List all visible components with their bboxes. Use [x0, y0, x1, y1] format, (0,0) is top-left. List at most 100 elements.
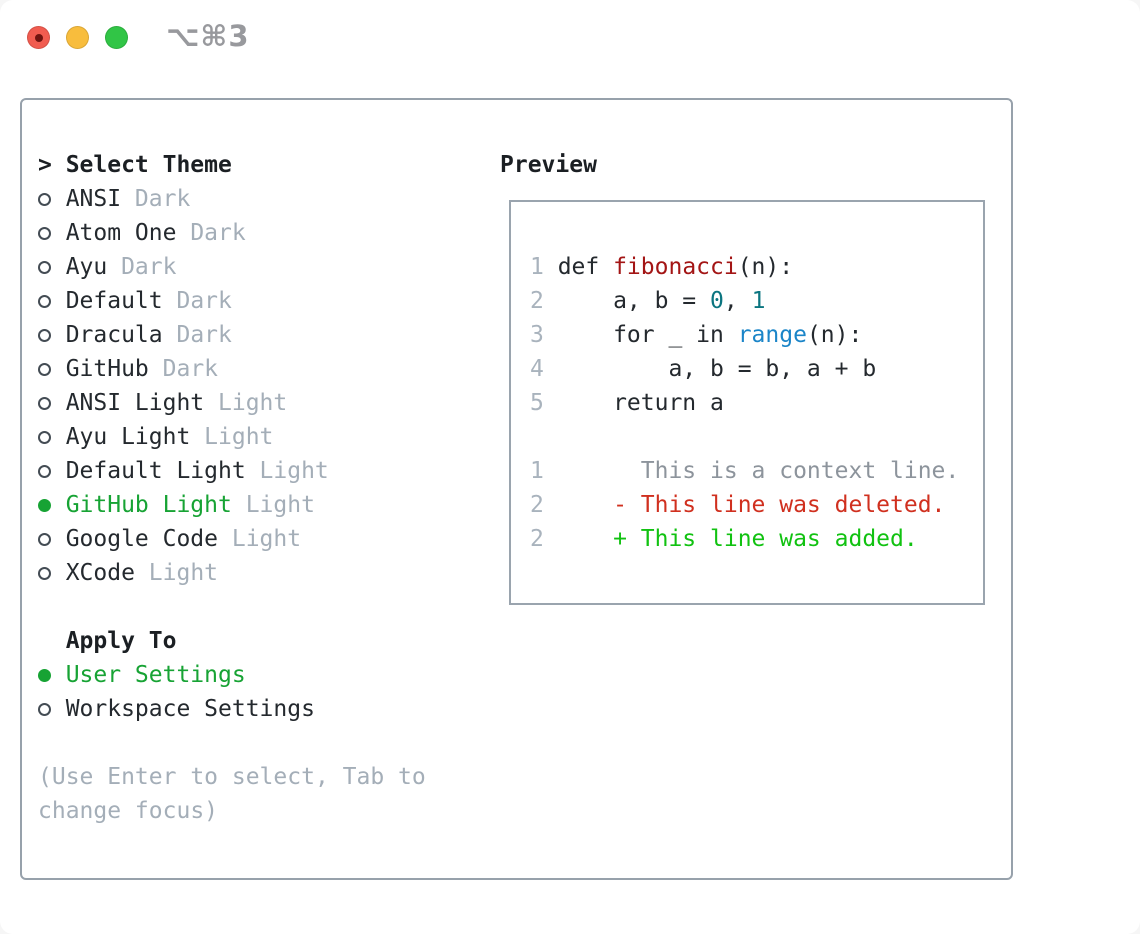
theme-name: GitHub: [65, 356, 149, 382]
theme-variant: Light: [259, 458, 329, 484]
code-line: 1 def fibonacci(n):: [530, 250, 959, 284]
theme-name: Google Code: [65, 526, 219, 552]
radio-selected-icon: [38, 498, 66, 512]
radio-icon: [38, 566, 66, 580]
select-theme-label: Select Theme: [65, 152, 232, 178]
code-segment: a, b =: [557, 288, 711, 314]
theme-name: ANSI Light: [65, 390, 205, 416]
apply-option-label: User Settings: [65, 662, 246, 688]
code-segment: return a: [557, 390, 724, 416]
theme-variant: Light: [231, 526, 302, 552]
theme-variant: Light: [204, 424, 274, 450]
theme-option-default-dark[interactable]: Default Dark: [38, 284, 426, 318]
theme-variant: Light: [218, 390, 288, 416]
theme-name: Atom One: [65, 220, 177, 246]
diff-deleted-line: 2 - This line was deleted.: [530, 488, 959, 522]
keyboard-hint-line-2: change focus): [38, 798, 219, 824]
theme-variant: Dark: [121, 254, 177, 280]
line-number: 1: [530, 254, 544, 280]
close-button[interactable]: [27, 26, 50, 49]
theme-name: ANSI: [65, 186, 122, 212]
theme-name: Default Light: [65, 458, 246, 484]
title-bar: ⌥⌘3: [0, 0, 1140, 74]
apply-option-workspace-settings[interactable]: Workspace Settings: [38, 692, 426, 726]
theme-variant: Dark: [176, 288, 232, 314]
line-number: 4: [530, 356, 544, 382]
radio-icon: [38, 226, 66, 240]
radio-icon: [38, 396, 66, 410]
code-segment: def: [557, 254, 614, 280]
theme-variant: Dark: [134, 186, 191, 212]
theme-name: Ayu Light: [65, 424, 191, 450]
theme-variant: Dark: [176, 322, 232, 348]
radio-icon: [38, 260, 66, 274]
line-number: 3: [530, 322, 544, 348]
apply-option-label: Workspace Settings: [65, 696, 315, 722]
theme-variant: Dark: [162, 356, 219, 382]
theme-name: Dracula: [65, 322, 163, 348]
theme-option-github-dark[interactable]: GitHub Dark: [38, 352, 426, 386]
code-segment-function: fibonacci: [613, 254, 738, 280]
window-title: ⌥⌘3: [166, 19, 250, 53]
theme-picker-panel: > Select Theme ANSI Dark Atom One Dark A…: [20, 98, 1013, 880]
theme-option-google-code[interactable]: Google Code Light: [38, 522, 426, 556]
code-segment: a, b = b, a + b: [557, 356, 877, 382]
radio-icon: [38, 532, 66, 546]
radio-icon: [38, 430, 66, 444]
theme-option-atom-one-dark[interactable]: Atom One Dark: [38, 216, 426, 250]
code-segment-number: 0: [710, 288, 724, 314]
code-line: 4 a, b = b, a + b: [530, 352, 959, 386]
code-segment: for _ in: [557, 322, 738, 348]
theme-variant: Light: [245, 492, 315, 518]
code-segment-builtin: range: [737, 322, 807, 348]
diff-added-text: + This line was added.: [557, 526, 918, 552]
code-segment: (n):: [737, 254, 794, 280]
theme-option-ansi-dark[interactable]: ANSI Dark: [38, 182, 426, 216]
theme-variant: Light: [148, 560, 219, 586]
radio-icon: [38, 328, 66, 342]
theme-name: Default: [65, 288, 163, 314]
radio-selected-icon: [38, 668, 66, 682]
code-segment: (n):: [806, 322, 863, 348]
zoom-button[interactable]: [105, 26, 128, 49]
theme-name: XCode: [65, 560, 135, 586]
diff-added-line: 2 + This line was added.: [530, 522, 959, 556]
radio-icon: [38, 362, 66, 376]
code-segment-number: 1: [751, 288, 766, 314]
diff-context-line: 1 This is a context line.: [530, 454, 959, 488]
code-line: 2 a, b = 0, 1: [530, 284, 959, 318]
line-number: 2: [530, 492, 544, 518]
theme-name: Ayu: [65, 254, 108, 280]
minimize-button[interactable]: [66, 26, 89, 49]
theme-list: > Select Theme ANSI Dark Atom One Dark A…: [38, 148, 426, 828]
theme-option-default-light[interactable]: Default Light Light: [38, 454, 426, 488]
line-number: 2: [530, 526, 544, 552]
prompt-icon: >: [38, 152, 52, 178]
theme-name: GitHub Light: [65, 492, 232, 518]
line-number: 5: [530, 390, 544, 416]
theme-option-ayu-light[interactable]: Ayu Light Light: [38, 420, 426, 454]
code-line: 3 for _ in range(n):: [530, 318, 959, 352]
radio-icon: [38, 702, 66, 716]
theme-option-ayu-dark[interactable]: Ayu Dark: [38, 250, 426, 284]
radio-icon: [38, 464, 66, 478]
diff-deleted-text: - This line was deleted.: [557, 492, 946, 518]
line-number: 1: [530, 458, 544, 484]
apply-to-label: Apply To: [65, 628, 177, 654]
keyboard-hint-line-1: (Use Enter to select, Tab to: [38, 764, 426, 790]
theme-option-github-light-selected[interactable]: GitHub Light Light: [38, 488, 426, 522]
select-theme-header: > Select Theme: [38, 148, 426, 182]
apply-to-header: Apply To: [38, 624, 426, 658]
code-line-blank: [530, 420, 959, 454]
theme-option-dracula-dark[interactable]: Dracula Dark: [38, 318, 426, 352]
diff-context-text: This is a context line.: [557, 458, 960, 484]
code-line: 5 return a: [530, 386, 959, 420]
apply-option-user-settings[interactable]: User Settings: [38, 658, 426, 692]
theme-option-ansi-light[interactable]: ANSI Light Light: [38, 386, 426, 420]
theme-option-xcode[interactable]: XCode Light: [38, 556, 426, 590]
code-segment: ,: [723, 288, 752, 314]
theme-variant: Dark: [190, 220, 246, 246]
